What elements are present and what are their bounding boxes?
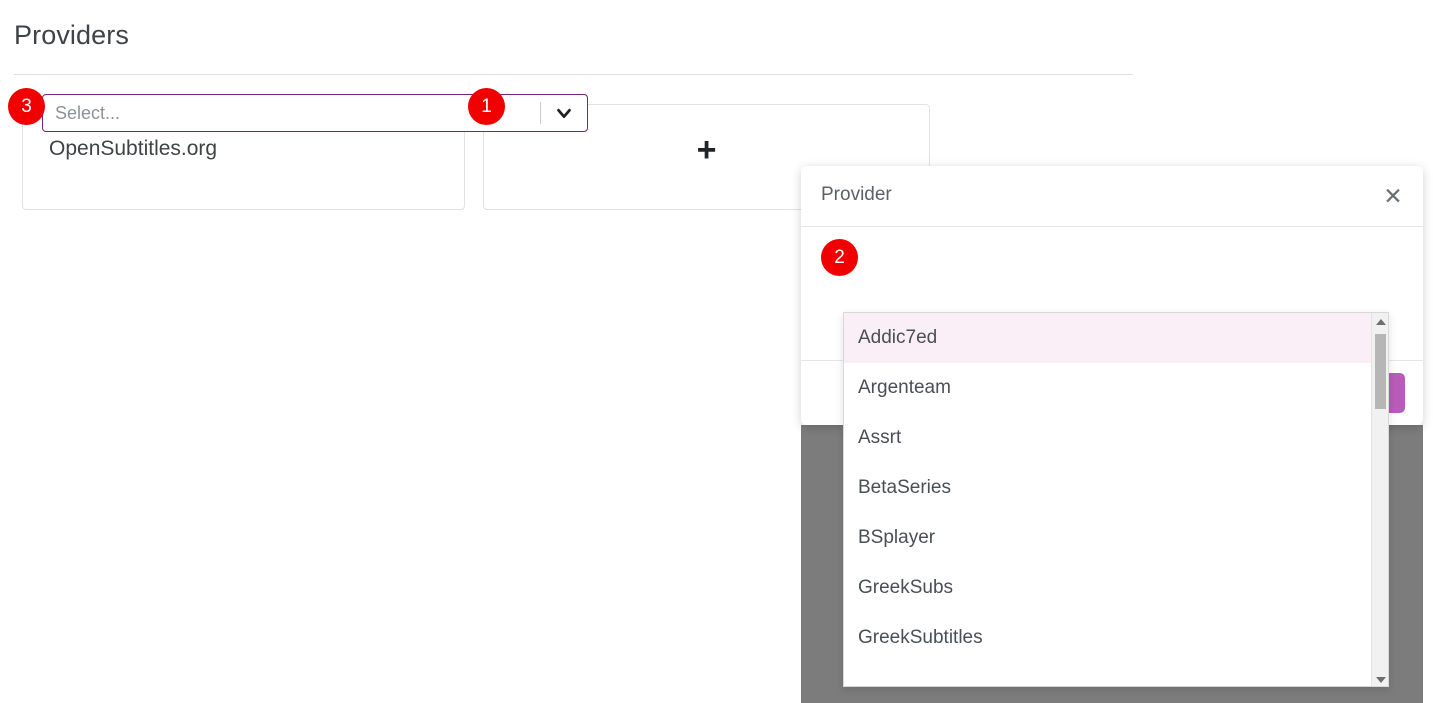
page-title: Providers (14, 20, 129, 50)
step-badge-2: 2 (821, 239, 858, 276)
provider-option[interactable]: Argenteam (858, 377, 951, 398)
select-separator (540, 102, 541, 124)
provider-select-placeholder: Select... (55, 102, 121, 123)
provider-select[interactable]: Select... (42, 94, 588, 132)
provider-option[interactable]: GreekSubtitles (858, 627, 983, 648)
provider-option[interactable]: Assrt (858, 427, 902, 448)
provider-option[interactable]: Addic7ed (844, 313, 1373, 363)
plus-icon: + (696, 131, 717, 169)
provider-option[interactable]: BetaSeries (858, 477, 951, 498)
step-badge-3: 3 (8, 88, 45, 125)
provider-card-label: OpenSubtitles.org (49, 137, 218, 160)
close-icon[interactable]: ✕ (1379, 182, 1407, 210)
menu-scrollbar[interactable] (1371, 313, 1388, 686)
dialog-title: Provider (821, 184, 892, 205)
scroll-up-icon[interactable] (1372, 313, 1388, 330)
chevron-down-icon[interactable] (541, 102, 587, 124)
scroll-down-icon[interactable] (1372, 671, 1388, 686)
dialog-header: Provider ✕ (801, 166, 1423, 227)
scrollbar-thumb[interactable] (1375, 334, 1386, 409)
step-badge-1: 1 (468, 88, 505, 125)
provider-option[interactable]: BSplayer (858, 527, 936, 548)
title-divider (14, 74, 1133, 75)
provider-option[interactable]: GreekSubs (858, 577, 954, 598)
